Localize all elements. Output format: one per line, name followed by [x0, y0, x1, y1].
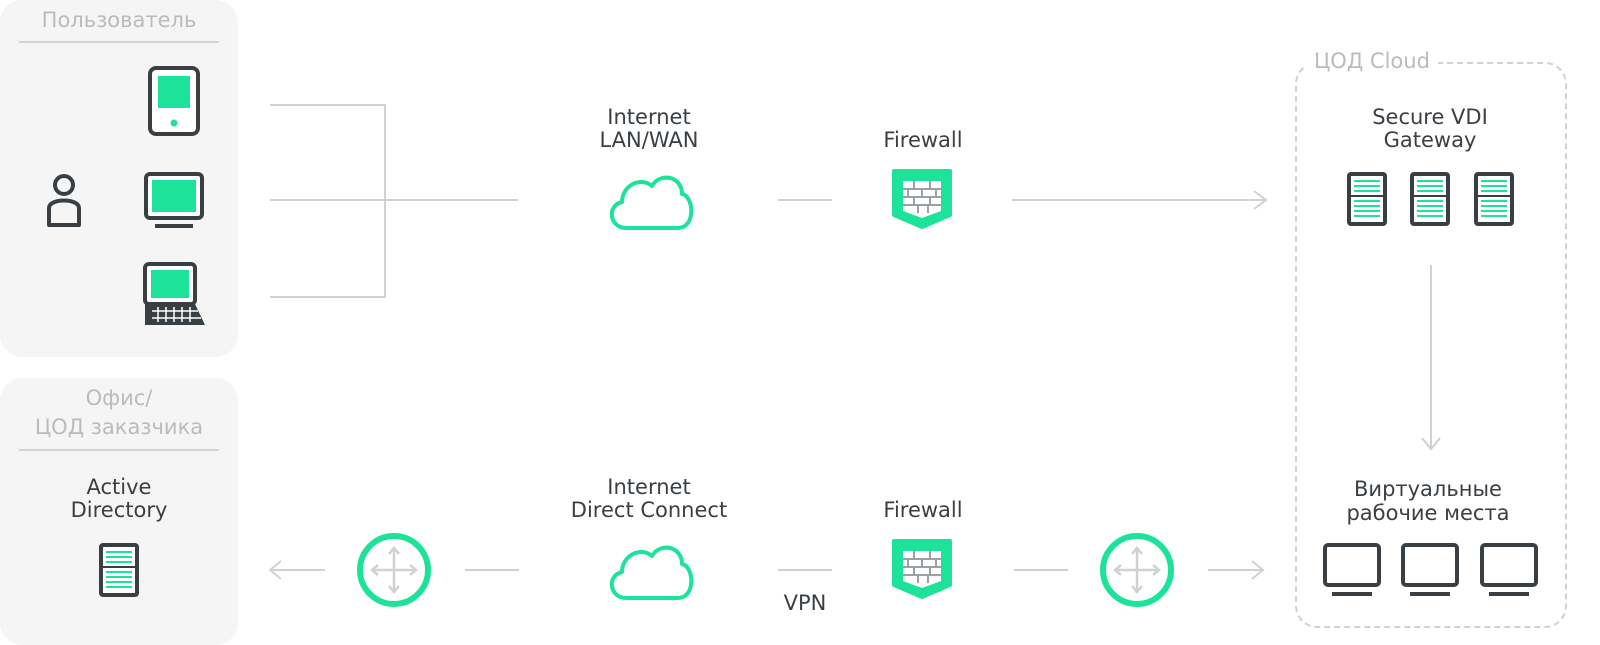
device-bus-lines — [270, 104, 518, 298]
workplaces-label-line2: рабочие места — [1346, 501, 1510, 525]
office-panel-divider — [19, 449, 219, 451]
monitor-icon — [144, 172, 204, 228]
user-panel-title: Пользователь — [41, 8, 197, 32]
gateway-label-line1: Secure VDI — [1372, 105, 1488, 129]
user-icon — [47, 174, 81, 227]
bottom-cloud-icon — [609, 545, 694, 600]
top-internet-label-line2: LAN/WAN — [599, 128, 699, 152]
office-panel-title-line2: ЦОД заказчика — [34, 415, 204, 439]
phone-icon — [148, 66, 200, 136]
gateway-server-icon-2 — [1409, 171, 1451, 227]
top-internet-label-line1: Internet — [607, 105, 691, 129]
gateway-to-workplaces-arrow — [1421, 265, 1441, 451]
gateway-server-icon-3 — [1473, 171, 1515, 227]
cloud-datacenter-title: ЦОД Cloud — [1306, 48, 1438, 74]
active-directory-server-icon — [98, 542, 140, 598]
workplace-monitor-icon-2 — [1401, 543, 1459, 596]
office-panel — [0, 378, 238, 645]
workplace-monitor-icon-1 — [1323, 543, 1381, 596]
right-router-icon — [1103, 536, 1171, 604]
active-directory-label-line1: Active — [86, 475, 152, 499]
left-router-icon — [360, 536, 428, 604]
bottom-firewall-label: Firewall — [883, 498, 963, 522]
arrow-to-workplaces — [1208, 560, 1265, 580]
workplace-monitor-icon-3 — [1480, 543, 1538, 596]
arrow-to-active-directory — [268, 560, 325, 580]
user-panel-divider — [19, 41, 219, 43]
top-cloud-icon — [609, 175, 694, 230]
active-directory-label-line2: Directory — [70, 498, 168, 522]
gateway-label-line2: Gateway — [1383, 128, 1477, 152]
top-arrow-to-gateway — [1012, 190, 1268, 210]
gateway-server-icon-1 — [1346, 171, 1388, 227]
workplaces-label-line1: Виртуальные — [1354, 477, 1502, 501]
bottom-internet-label-line2: Direct Connect — [570, 498, 728, 522]
bottom-internet-label-line1: Internet — [607, 475, 691, 499]
office-panel-title-line1: Офис/ — [85, 386, 153, 410]
laptop-icon — [143, 262, 205, 325]
bottom-firewall-icon — [892, 539, 952, 599]
top-firewall-icon — [892, 169, 952, 229]
vpn-label: VPN — [783, 591, 827, 615]
top-firewall-label: Firewall — [883, 128, 963, 152]
